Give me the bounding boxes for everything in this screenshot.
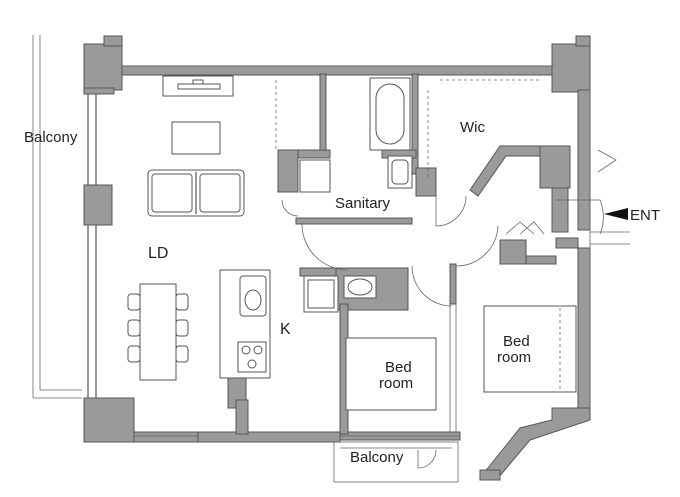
room-label-sanitary: Sanitary (335, 195, 391, 212)
room-label-bedroom-center-1: Bed (385, 359, 412, 376)
room-label-balcony-left: Balcony (24, 129, 78, 146)
bathtub (369, 77, 411, 151)
balcony-left-rail (32, 35, 82, 399)
coffee-table (171, 121, 221, 155)
room-label-ld: LD (148, 245, 168, 262)
room-label-balcony-bottom: Balcony (350, 449, 404, 466)
washing-machine (299, 159, 331, 193)
room-label-bedroom-right-1: Bed (503, 333, 530, 350)
room-label-kitchen: K (280, 321, 291, 338)
tv-stand (162, 75, 234, 97)
washbasin (387, 155, 413, 189)
room-label-entrance: ENT (630, 207, 660, 224)
dining-table (127, 283, 189, 381)
room-label-bedroom-right-2: room (497, 349, 531, 366)
toilet (343, 275, 377, 299)
wic-hanger (427, 79, 540, 180)
entrance-arrow-icon (604, 208, 628, 220)
right-outer-lines (589, 90, 630, 408)
bed-center (345, 337, 437, 411)
bed-right (483, 305, 577, 393)
doors (275, 80, 617, 469)
balcony-bottom-rail (333, 441, 459, 483)
room-label-wic: Wic (460, 119, 485, 136)
bottom-windows (134, 304, 460, 437)
room-label-bedroom-center-2: room (379, 375, 413, 392)
kitchen-counter (219, 269, 339, 379)
sofa (147, 169, 245, 217)
